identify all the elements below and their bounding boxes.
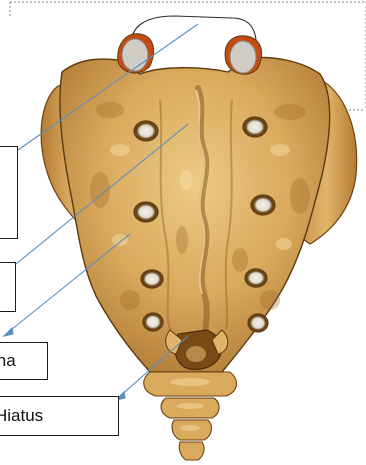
arrow-head-3 xyxy=(4,328,13,336)
label-box-hiatus: Hiatus xyxy=(0,396,119,436)
label-box-foramina: ina xyxy=(0,342,48,380)
label-text-foramina: ina xyxy=(0,351,16,371)
label-text-hiatus: Hiatus xyxy=(0,406,43,426)
label-box-2 xyxy=(0,262,16,312)
label-box-1 xyxy=(0,146,18,239)
